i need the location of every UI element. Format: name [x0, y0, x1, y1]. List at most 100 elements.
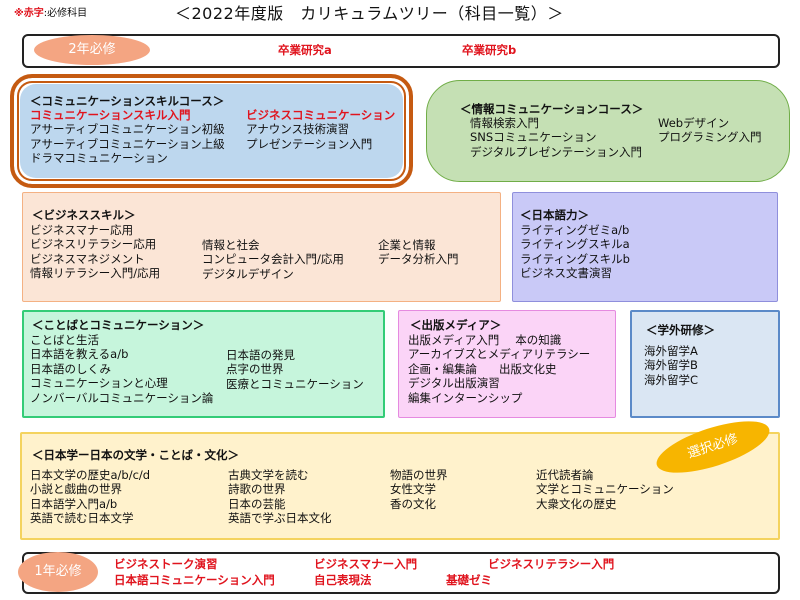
biz-skill-box	[22, 192, 501, 302]
course-japanese-discovery: 日本語の発見	[226, 348, 295, 362]
course-graduation-research-a: 卒業研究a	[278, 43, 332, 57]
biz-skill-col1: ビジネスマナー応用 ビジネスリテラシー応用 ビジネスマネジメント 情報リテラシー…	[30, 223, 160, 281]
course-business-document: ビジネス文書演習	[520, 266, 612, 281]
course-story-world: 物語の世界	[390, 468, 448, 482]
course-self-expression: 自己表現法	[314, 573, 372, 587]
course-digital-publishing: デジタル出版演習	[408, 376, 500, 391]
course-business-manner-intro: ビジネスマナー入門	[314, 557, 418, 571]
year2-required-badge: 2年必修	[34, 35, 150, 65]
course-japanese-structure: 日本語のしくみ	[30, 361, 111, 376]
page-title: ＜2022年度版 カリキュラムツリー（科目一覧）＞	[175, 4, 564, 23]
publishing-row-3: 企画・編集論出版文化史	[408, 362, 590, 376]
course-writing-skill-a: ライティングスキルa	[520, 237, 630, 252]
jp-power-title: ＜日本語力＞	[520, 208, 589, 222]
words-comm-box	[22, 310, 385, 418]
course-modern-reader-theory: 近代読者論	[536, 468, 594, 482]
biz-skill-col3: 企業と情報 データ分析入門	[378, 238, 459, 267]
external-list: 海外留学A 海外留学B 海外留学C	[644, 344, 698, 387]
comm-skill-course-title: ＜コミュニケーションスキルコース＞	[30, 94, 225, 108]
course-business-management: ビジネスマネジメント	[30, 251, 145, 266]
course-popular-culture-history: 大衆文化の歴史	[536, 496, 617, 511]
course-business-literacy-intro: ビジネスリテラシー入門	[488, 557, 615, 571]
course-info-literacy: 情報リテラシー入門/応用	[30, 266, 161, 281]
course-study-abroad-a: 海外留学A	[644, 344, 698, 358]
course-english-reading-japanese-lit: 英語で読む日本文学	[30, 511, 134, 526]
year1-required-badge: 1年必修	[18, 552, 98, 592]
japanology-col1: 日本文学の歴史a/b/c/d 小説と戯曲の世界 日本語学入門a/b 英語で読む日…	[30, 468, 150, 526]
course-digital-design: デジタルデザイン	[202, 266, 294, 281]
course-data-analysis-intro: データ分析入門	[378, 252, 459, 267]
words-comm-col2: 日本語の発見 点字の世界 医療とコミュニケーション	[226, 348, 364, 391]
comm-skill-course-right-list: ビジネスコミュニケーション アナウンス技術演習 プレゼンテーション入門	[246, 108, 395, 151]
course-english-japanese-culture: 英語で学ぶ日本文化	[228, 511, 332, 526]
course-editing-internship: 編集インターンシップ	[408, 390, 523, 405]
course-teaching-japanese: 日本語を教えるa/b	[30, 347, 129, 362]
info-comm-course-box	[426, 80, 790, 182]
legend-red-word: ※赤字	[14, 8, 44, 19]
course-japanese-lit-history: 日本文学の歴史a/b/c/d	[30, 468, 151, 482]
course-braille-world: 点字の世界	[226, 362, 284, 377]
course-medical-communication: 医療とコミュニケーション	[226, 376, 364, 391]
course-graduation-research-b: 卒業研究b	[462, 43, 517, 57]
words-comm-title: ＜ことばとコミュニケーション＞	[32, 318, 205, 332]
course-presentation-intro: プレゼンテーション入門	[246, 136, 373, 151]
publishing-list: 出版メディア入門本の知識 アーカイブズとメディアリテラシー 企画・編集論出版文化…	[408, 333, 590, 405]
jp-power-list: ライティングゼミa/b ライティングスキルa ライティングスキルb ビジネス文書…	[520, 223, 630, 281]
course-assertive-comm-advanced: アサーティブコミュニケーション上級	[30, 136, 225, 151]
course-business-talk: ビジネストーク演習	[114, 557, 218, 571]
course-planning-editing: 企画・編集論	[408, 361, 477, 376]
course-business-communication: ビジネスコミュニケーション	[246, 108, 396, 122]
course-lit-communication: 文学とコミュニケーション	[536, 482, 674, 497]
biz-skill-col2: 情報と社会 コンピュータ会計入門/応用 デジタルデザイン	[202, 238, 344, 281]
course-incense-culture: 香の文化	[390, 496, 436, 511]
japanology-box	[20, 432, 780, 540]
japanology-col2: 古典文学を読む 詩歌の世界 日本の芸能 英語で学ぶ日本文化	[228, 468, 332, 526]
course-writing-seminar: ライティングゼミa/b	[520, 223, 630, 237]
course-nonverbal-communication: ノンバーバルコミュニケーション論	[30, 390, 214, 405]
course-publishing-media-intro: 出版メディア入門	[408, 333, 500, 347]
comm-skill-course-left-list: コミュニケーションスキル入門 アサーティブコミュニケーション初級 アサーティブコ…	[30, 108, 225, 166]
comm-skill-course-ring	[10, 74, 413, 188]
external-box	[630, 310, 780, 418]
biz-skill-title: ＜ビジネススキル＞	[32, 208, 136, 222]
course-digital-presentation-intro: デジタルプレゼンテーション入門	[470, 144, 643, 159]
course-writing-skill-b: ライティングスキルb	[520, 251, 630, 266]
year1-required-bar	[22, 552, 780, 594]
course-business-manner-applied: ビジネスマナー応用	[30, 223, 134, 237]
course-business-literacy-applied: ビジネスリテラシー応用	[30, 237, 157, 252]
course-book-knowledge: 本の知識	[515, 333, 562, 347]
jp-power-box	[512, 192, 778, 302]
course-business-and-info: 企業と情報	[378, 238, 436, 252]
japanology-col3: 物語の世界 女性文学 香の文化	[390, 468, 448, 511]
course-programming-intro: プログラミング入門	[658, 130, 762, 145]
japanology-title: ＜日本学ー日本の文学・ことば・文化＞	[32, 448, 239, 462]
publishing-box	[398, 310, 616, 418]
words-comm-col1: ことばと生活 日本語を教えるa/b 日本語のしくみ コミュニケーションと心理 ノ…	[30, 333, 213, 405]
course-sns-communication: SNSコミュニケーション	[470, 130, 597, 145]
course-study-abroad-c: 海外留学C	[644, 372, 699, 387]
publishing-title: ＜出版メディア＞	[410, 318, 502, 332]
info-comm-course-right-list: Webデザイン プログラミング入門	[658, 116, 762, 145]
course-communication-skill-intro: コミュニケーションスキル入門	[30, 108, 191, 122]
course-poetry-world: 詩歌の世界	[228, 482, 286, 497]
legend: ※赤字:必修科目	[14, 8, 87, 21]
course-japanese-performing-arts: 日本の芸能	[228, 496, 286, 511]
course-novel-drama-world: 小説と戯曲の世界	[30, 482, 122, 497]
publishing-row-1: 出版メディア入門 本の知識	[408, 333, 590, 347]
course-japanese-linguistics-intro: 日本語学入門a/b	[30, 496, 118, 511]
info-comm-course-left-list: 情報検索入門 SNSコミュニケーション デジタルプレゼンテーション入門	[470, 116, 642, 159]
course-info-search-intro: 情報検索入門	[470, 116, 539, 130]
course-communication-psychology: コミュニケーションと心理	[30, 376, 168, 391]
external-title: ＜学外研修＞	[646, 323, 715, 337]
course-study-abroad-b: 海外留学B	[644, 358, 698, 373]
course-words-and-life: ことばと生活	[30, 333, 99, 347]
course-info-and-society: 情報と社会	[202, 238, 260, 252]
info-comm-course-title: ＜情報コミュニケーションコース＞	[460, 102, 644, 116]
course-japanese-comm-intro: 日本語コミュニケーション入門	[114, 573, 275, 587]
course-drama-communication: ドラマコミュニケーション	[30, 151, 168, 166]
course-women-literature: 女性文学	[390, 482, 436, 497]
course-announce-technique: アナウンス技術演習	[246, 122, 350, 137]
course-web-design: Webデザイン	[658, 116, 730, 130]
course-basic-seminar: 基礎ゼミ	[446, 573, 492, 587]
course-classical-lit: 古典文学を読む	[228, 468, 309, 482]
